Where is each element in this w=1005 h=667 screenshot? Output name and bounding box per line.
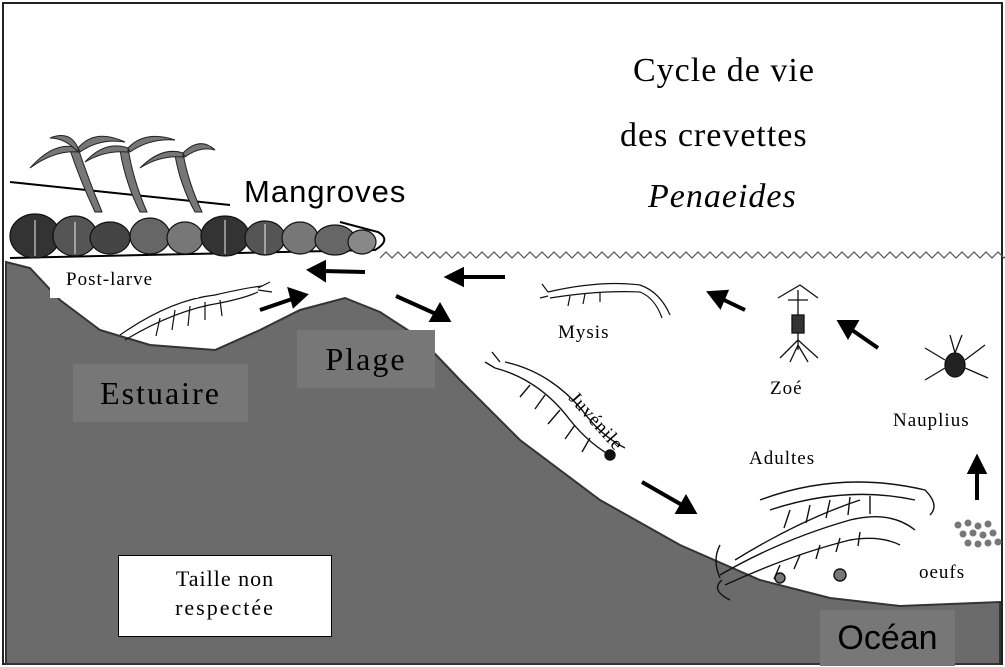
post-larve-label: Post-larve bbox=[66, 269, 153, 291]
title-line-3: Penaeides bbox=[648, 178, 797, 216]
mangroves-label: Mangroves bbox=[244, 174, 406, 210]
title-line-2: des crevettes bbox=[620, 117, 808, 155]
oeufs-label: oeufs bbox=[919, 562, 965, 584]
post-larve-label-box: Post-larve bbox=[50, 262, 198, 298]
plage-label: Plage bbox=[325, 341, 406, 378]
nauplius-label: Nauplius bbox=[893, 410, 970, 432]
mysis-label: Mysis bbox=[558, 322, 609, 344]
adultes-label: Adultes bbox=[749, 448, 815, 470]
zoe-label: Zoé bbox=[770, 378, 803, 400]
ocean-label-box: Océan bbox=[820, 610, 955, 666]
estuaire-label-box: Estuaire bbox=[73, 364, 248, 422]
ocean-label: Océan bbox=[837, 619, 937, 658]
title-line-1: Cycle de vie bbox=[633, 52, 815, 90]
scale-note-box: Taille non respectée bbox=[118, 555, 332, 637]
scale-note-line-2: respectée bbox=[119, 595, 331, 621]
estuaire-label: Estuaire bbox=[100, 375, 221, 412]
plage-label-box: Plage bbox=[297, 330, 435, 388]
scale-note-line-1: Taille non bbox=[119, 566, 331, 592]
mangroves-label-box: Mangroves bbox=[238, 170, 412, 214]
